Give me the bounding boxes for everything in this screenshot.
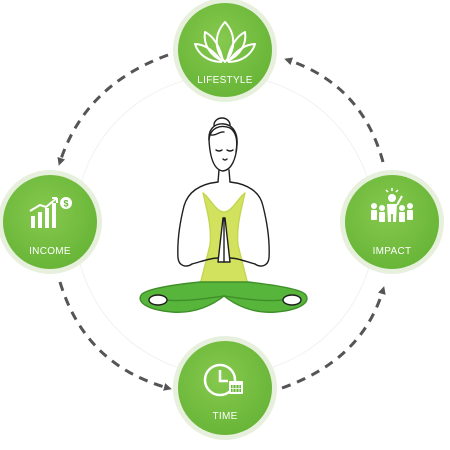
node-time-label: TIME [212, 411, 237, 422]
crowd-leader-icon [371, 188, 413, 222]
node-income-label: INCOME [29, 246, 71, 257]
node-impact-circle [345, 175, 439, 269]
svg-text:$: $ [63, 199, 68, 209]
node-lifestyle-circle [178, 3, 272, 97]
node-income: $ INCOME [0, 170, 102, 274]
node-impact: IMPACT [340, 170, 444, 274]
node-impact-label: IMPACT [373, 246, 412, 257]
node-income-circle [3, 175, 97, 269]
meditating-woman-illustration [139, 117, 308, 313]
growth-chart-dollar-icon: $ [29, 197, 72, 228]
arrow-income-to-time [58, 281, 172, 391]
node-time-circle [178, 341, 272, 435]
clock-calendar-icon [203, 363, 243, 397]
node-lifestyle-label: LIFESTYLE [197, 75, 253, 86]
arrow-lifestyle-to-income [57, 53, 169, 166]
node-lifestyle: LIFESTYLE [173, 0, 277, 102]
arrow-impact-to-lifestyle [284, 57, 385, 163]
node-time: TIME [173, 336, 277, 440]
arrow-time-to-impact [281, 286, 386, 390]
lotus-icon [194, 21, 256, 63]
